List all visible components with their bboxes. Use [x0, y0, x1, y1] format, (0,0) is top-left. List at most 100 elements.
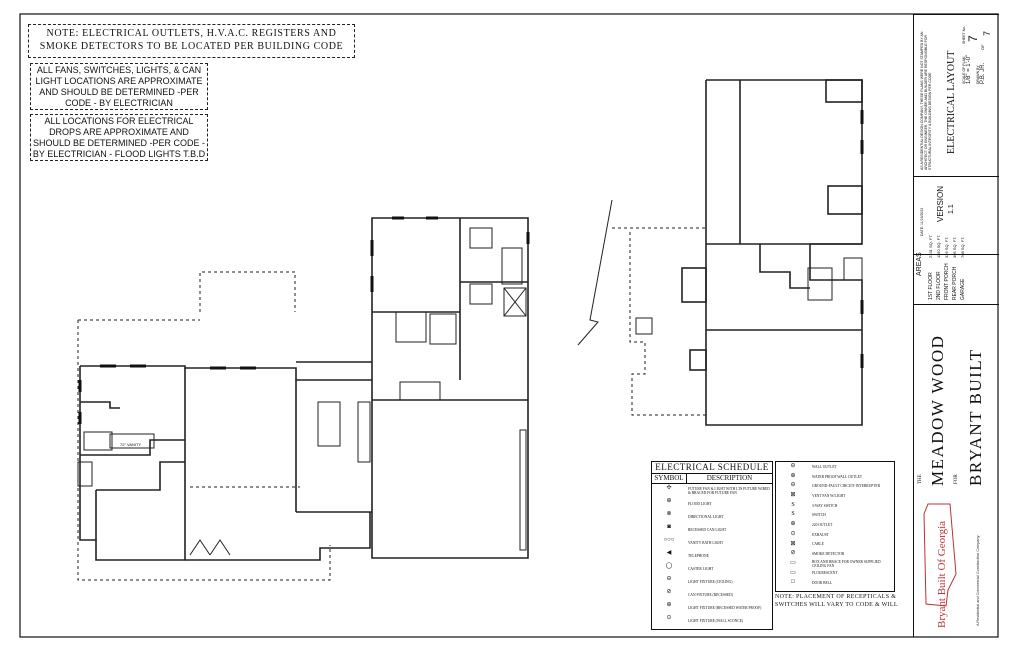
schedule-description: FLOURESCENT [812, 571, 838, 576]
note-outlets-registers: NOTE: ELECTRICAL OUTLETS, H.V.A.C. REGIS… [28, 24, 355, 58]
schedule-description: BOX AND BRACE FOR OWNER SUPPLIED CEILING… [812, 559, 881, 568]
schedule2-row: ⊠ VENT FAN W/LIGHT [776, 491, 894, 501]
window-marks [78, 216, 530, 424]
sheet-number: 7 [966, 35, 980, 42]
page-number: 7 [982, 30, 992, 36]
schedule-symbol-icon: ◯ [665, 563, 673, 569]
note-electrical-drops: ALL LOCATIONS FOR ELECTRICAL DROPS ARE A… [30, 114, 208, 161]
schedule-symbol-icon: ⊕ [790, 472, 796, 479]
schedule-description: GROUND-FAULT CIRCUIT-INTERRUPTER [812, 484, 880, 489]
schedule-symbol-icon: ⊕ [666, 602, 672, 608]
areas-title: AREAS [916, 252, 923, 276]
area-value: 708 SQ. FT. [960, 236, 965, 258]
schedule-description: FLOOD LIGHT [688, 501, 712, 506]
schedule-row: ◙RECESSED CAN LIGHT [652, 523, 772, 536]
schedule-description: LIGHT FIXTURE (WALL SCONCE) [688, 618, 743, 623]
sheet-title: ELECTRICAL LAYOUT [946, 50, 957, 154]
schedule-symbol-icon: ✣ [666, 485, 672, 491]
schedule-symbol-icon: ⊘ [790, 550, 796, 557]
logo-tagline: A Residential and Commercial Constructio… [976, 535, 980, 626]
the-label: THE [918, 474, 923, 484]
disclaimer-text: AS A RESIDENTIAL DESIGN COMPANY, THESE P… [920, 31, 932, 170]
schedule2-row: S SWITCH [776, 510, 894, 520]
schedule-symbol-icon: ◀ [666, 550, 672, 556]
schedule-header: SYMBOL DESCRIPTION [652, 474, 772, 484]
schedule-description: DOOR BELL [812, 581, 833, 586]
schedule-symbol-icon: S [791, 511, 795, 518]
schedule-symbol-icon: S [791, 501, 795, 508]
schedule2-row: ⊖ GROUND-FAULT CIRCUIT-INTERRUPTER [776, 481, 894, 491]
schedule-description: VANITY BATH LIGHT [688, 540, 724, 545]
date-text: DATE: 11/16/2022 [920, 207, 924, 236]
schedule2-row: ⊠ CABLE [776, 540, 894, 550]
schedule-description: WALL OUTLET [812, 464, 837, 469]
title-block: AS A RESIDENTIAL DESIGN COMPANY, THESE P… [913, 14, 999, 637]
schedule-description: DIRECTIONAL LIGHT [688, 514, 724, 519]
schedule-description: 3-WAY SWITCH [812, 503, 838, 508]
area-value: 1150 SQ. FT. [936, 234, 941, 258]
scale-value: 1/8" = 1'-0" [966, 54, 972, 84]
schedule-symbol-icon: ⊗ [666, 511, 672, 517]
electrical-schedule-continued: ⊖ WALL OUTLET ⊕ WATER PROOF WALL OUTLET ⊖ GRO… [775, 461, 895, 592]
schedule-symbol-icon: ⊖ [790, 463, 796, 469]
builder-name: BRYANT BUILT [966, 348, 985, 487]
schedule-description: CABLE [812, 542, 824, 547]
area-value: 326 SQ. FT. [944, 236, 949, 258]
schedule2-row: ⊕ WATER PROOF WALL OUTLET [776, 472, 894, 482]
schedule-description: LIGHT FIXTURE (CEILING) [688, 579, 733, 584]
area-name: 2ND FLOOR [936, 271, 942, 300]
schedule-description: SMOKE DETECTOR [812, 552, 845, 557]
schedule-description: CASTER LIGHT [688, 566, 714, 571]
schedule-row: ◀TELEPHONE [652, 549, 772, 562]
schedule-row: ⊕FLOOD LIGHT [652, 497, 772, 510]
schedule2-row: ⊘ SMOKE DETECTOR [776, 549, 894, 559]
schedule-symbol-icon: ○○○ [663, 537, 675, 543]
vanity-label: 72" VANITY [120, 442, 141, 447]
schedule-rows-continued: ⊖ WALL OUTLET ⊕ WATER PROOF WALL OUTLET ⊖ GRO… [776, 462, 894, 588]
logo-text: Bryant Built Of Georgia [936, 520, 948, 628]
schedule-description: SWITCH [812, 513, 826, 518]
schedule2-row: ⊙ EXHAUST [776, 530, 894, 540]
schedule-symbol-icon: ⊖ [790, 482, 796, 489]
schedule-symbol-icon: ⊘ [666, 589, 672, 595]
first-floor-plan [77, 217, 529, 581]
area-name: REAR PORCH [952, 266, 958, 300]
schedule2-row: ⊕ 220 OUTLET [776, 520, 894, 530]
schedule-row: ⊖ LIGHT FIXTURE (CEILING) [652, 575, 772, 588]
schedule2-row: S 3-WAY SWITCH [776, 501, 894, 511]
note-fans-switches: ALL FANS, SWITCHES, LIGHTS, & CAN LIGHT … [30, 63, 208, 110]
for-label: FOR [954, 474, 959, 484]
schedule-symbol-icon: ⊖ [666, 576, 672, 582]
area-value: 2331 SQ. FT. [928, 234, 933, 258]
schedule-description: 220 OUTLET [812, 522, 833, 527]
drawn-value: P.B. JR. [980, 62, 986, 84]
schedule-title: ELECTRICAL SCHEDULE [652, 462, 772, 474]
schedule-description: WATER PROOF WALL OUTLET [812, 474, 863, 479]
schedule2-row: ▭FLOURESCENT [776, 569, 894, 579]
schedule-symbol-icon: ▭ [790, 559, 796, 566]
schedule-description: EXHAUST [812, 532, 829, 537]
schedule2-row: ▭ BOX AND BRACE FOR OWNER SUPPLIED CEILIN… [776, 559, 894, 569]
area-value: 305 SQ. FT. [952, 236, 957, 258]
second-floor-plan [577, 79, 863, 426]
description-header: DESCRIPTION [706, 474, 753, 482]
schedule-symbol-icon: ⊠ [790, 540, 796, 547]
schedule-symbol-icon: ⊕ [790, 521, 796, 528]
schedule-row: ⊘ CAN FIXTURE (RECESSED) [652, 588, 772, 601]
schedule-description: LIGHT FIXTURE (RECESSED WATER PROOF) [688, 605, 762, 610]
symbol-header: SYMBOL [652, 474, 687, 483]
schedule-description: RECESSED CAN LIGHT [688, 527, 727, 532]
schedule-row: ⊙LIGHT FIXTURE (WALL SCONCE) [652, 614, 772, 627]
schedule-row: ○○○ VANITY BATH LIGHT [652, 536, 772, 549]
schedule-symbol-icon: □ [791, 579, 795, 586]
schedule-symbol-icon: ⊠ [790, 492, 796, 499]
schedule-description: CAN FIXTURE (RECESSED) [688, 592, 733, 597]
placement-note: NOTE: PLACEMENT OF RECEPTICALS & SWITCHE… [775, 594, 898, 608]
schedule-row: ⊗ DIRECTIONAL LIGHT [652, 510, 772, 523]
project-name: MEADOW WOOD [928, 334, 947, 486]
schedule-row: ⊕ LIGHT FIXTURE (RECESSED WATER PROOF) [652, 601, 772, 614]
schedule-description: VENT FAN W/LIGHT [812, 493, 846, 498]
schedule-symbol-icon: ⊙ [790, 530, 796, 537]
